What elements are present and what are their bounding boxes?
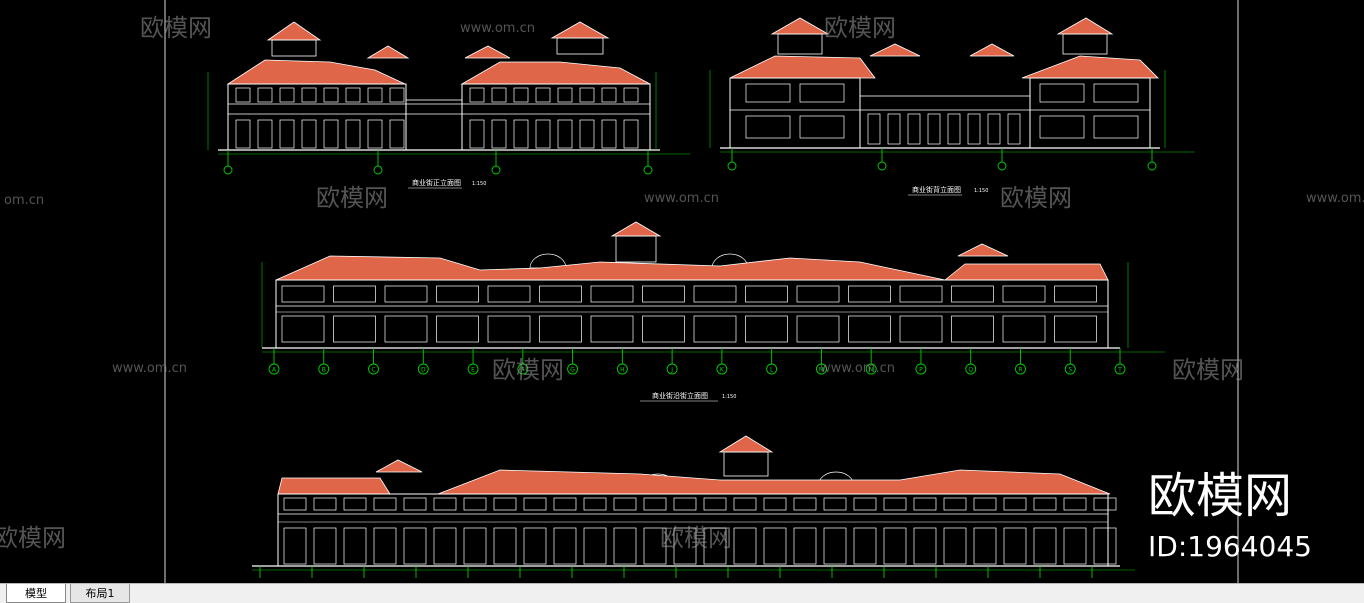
front-elevation-drawing <box>207 21 690 175</box>
svg-text:www.om.cn: www.om.cn <box>460 21 535 36</box>
axis-label: L <box>770 367 774 374</box>
rear-elevation-title: 商业街背立面图 <box>912 185 961 194</box>
axis-label: P <box>919 367 923 374</box>
axis-bubble <box>766 363 778 375</box>
bottom-elevation-drawing <box>252 435 1135 578</box>
watermark-id: ID:1964045 <box>1148 530 1312 563</box>
axis-bubble <box>815 363 827 375</box>
axis-label: C <box>371 367 375 374</box>
axis-label: M <box>819 367 824 374</box>
tab-model-label: 模型 <box>25 587 47 600</box>
svg-text:www.om.cn: www.om.cn <box>1306 191 1364 206</box>
axis-label: T <box>1117 367 1122 374</box>
axis-bubble <box>965 363 977 375</box>
axis-bubble <box>865 363 877 375</box>
rear-elevation-drawing <box>709 17 1195 171</box>
watermark-layer: 欧模网 www.om.cn 欧模网 om.cn 欧模网 www.om.cn 欧模… <box>0 14 1364 552</box>
watermark-brand-large: 欧模网 <box>1148 468 1292 524</box>
axis-label: R <box>1018 367 1022 374</box>
svg-text:欧模网: 欧模网 <box>140 14 212 42</box>
tab-model[interactable]: 模型 <box>6 584 66 603</box>
axis-label: N <box>869 367 874 374</box>
street-elevation-scale: 1:150 <box>722 394 736 400</box>
axis-bubble <box>915 363 927 375</box>
axis-bubble <box>368 363 379 375</box>
axis-label: J <box>670 367 673 374</box>
axis-bubble <box>716 363 728 375</box>
axis-bubble <box>1064 363 1076 375</box>
svg-text:欧模网: 欧模网 <box>1000 184 1072 212</box>
axis-label: E <box>471 367 475 374</box>
svg-text:www.om.cn: www.om.cn <box>644 191 719 206</box>
axis-bubble <box>318 363 330 375</box>
axis-bubble <box>467 363 479 375</box>
front-elevation-scale: 1:150 <box>472 181 486 187</box>
axis-bubble <box>616 363 628 375</box>
axis-bubble <box>1114 363 1126 375</box>
front-elevation-title: 商业街正立面图 <box>412 178 461 187</box>
svg-text:欧模网: 欧模网 <box>492 356 564 384</box>
cad-drawing: A B C D E F G H J K L M N P Q R S T 商业街正立面图 1:150 商业街背立面图… <box>0 0 1364 583</box>
axis-label: G <box>570 367 575 374</box>
tab-layout1-label: 布局1 <box>85 587 115 600</box>
axis-label: Q <box>968 367 973 374</box>
svg-text:欧模网: 欧模网 <box>0 524 66 552</box>
axis-label: B <box>322 367 326 374</box>
svg-text:欧模网: 欧模网 <box>316 184 388 212</box>
svg-text:欧模网: 欧模网 <box>1172 356 1244 384</box>
tab-layout1[interactable]: 布局1 <box>70 584 130 603</box>
axis-label: F <box>521 367 525 374</box>
axis-bubble <box>666 363 678 375</box>
svg-text:www.om.cn: www.om.cn <box>112 361 187 376</box>
axis-label: H <box>620 367 625 374</box>
svg-text:欧模网: 欧模网 <box>660 524 732 552</box>
axis-label: K <box>720 367 725 374</box>
rear-elevation-scale: 1:150 <box>974 188 988 194</box>
svg-text:www.om.cn: www.om.cn <box>820 361 895 376</box>
axis-label: A <box>272 367 277 374</box>
axis-label: S <box>1068 367 1072 374</box>
axis-bubble <box>1015 363 1026 375</box>
axis-bubble <box>517 363 529 375</box>
model-space-canvas[interactable]: A B C D E F G H J K L M N P Q R S T 商业街正立面图 1:150 商业街背立面图… <box>0 0 1364 583</box>
axis-label: D <box>421 367 426 374</box>
svg-text:欧模网: 欧模网 <box>824 14 896 42</box>
svg-text:om.cn: om.cn <box>4 193 44 208</box>
axis-bubble <box>417 363 429 375</box>
layout-tab-bar: 模型 布局1 <box>0 583 1364 603</box>
street-elevation-title: 商业街沿街立面图 <box>652 391 708 400</box>
axis-bubble <box>268 363 280 375</box>
axis-bubble <box>567 363 579 375</box>
